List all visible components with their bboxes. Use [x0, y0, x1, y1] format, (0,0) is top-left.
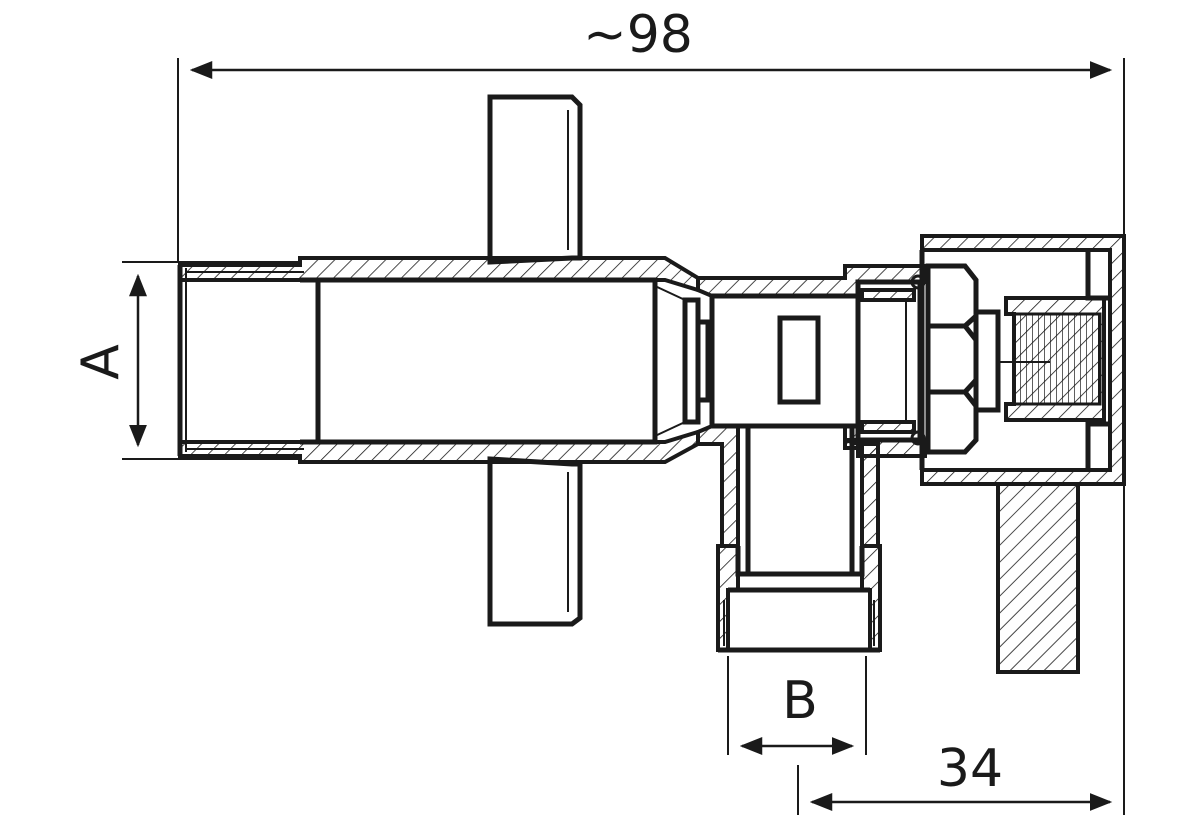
outlet-threaded-body	[716, 426, 882, 653]
gland-packing	[855, 274, 926, 446]
handle-upper	[487, 94, 583, 265]
dimension-overall: ~98	[177, 5, 1125, 815]
handle-lower	[487, 456, 583, 627]
hex-nut	[925, 263, 1001, 455]
dimension-a: A	[71, 261, 300, 460]
central-valve-body	[696, 264, 927, 548]
inlet-threaded-body	[177, 256, 711, 464]
dimension-b-label: B	[782, 671, 818, 731]
dimension-b: B	[727, 656, 867, 755]
dimension-a-label: A	[71, 344, 131, 380]
dimension-overall-label: ~98	[583, 5, 693, 65]
dimension-offset: 34	[797, 739, 1113, 815]
handwheel-cap	[919, 234, 1126, 674]
dimension-offset-label: 34	[937, 739, 1003, 799]
